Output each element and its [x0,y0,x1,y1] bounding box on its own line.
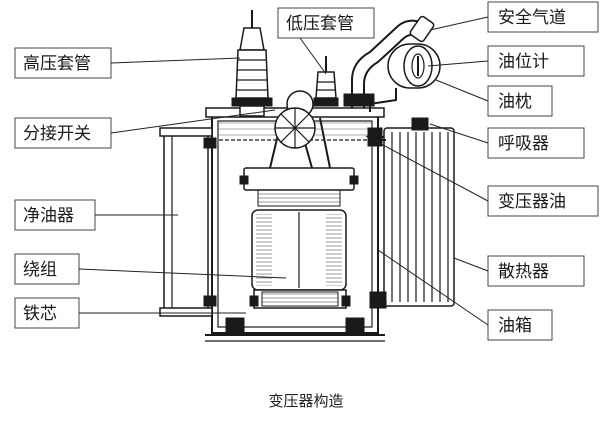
high-voltage-bushing-shape [231,10,273,117]
label-text-radiator: 散热器 [498,262,549,282]
oil-level-gauge-shape [411,53,425,79]
label-oil-level-gauge: 油位计 [427,45,585,77]
label-oil-conservator: 油枕 [435,79,553,117]
transformer-drawing [159,10,455,342]
low-voltage-bushing-shape [313,56,339,107]
label-winding: 绕组 [14,253,287,285]
radiator-shape [369,117,455,309]
oil-purifier-shape [159,127,217,317]
label-text-tap-changer: 分接开关 [23,124,91,144]
label-text-low-voltage-bushing: 低压套管 [286,14,354,34]
label-text-high-voltage-bushing: 高压套管 [23,54,91,74]
label-safety-airway: 安全气道 [429,1,599,33]
label-text-breather: 呼吸器 [498,134,549,154]
label-iron-core: 铁芯 [14,297,246,329]
safety-airway-shape [351,15,435,108]
label-text-iron-core: 铁芯 [23,304,57,324]
label-text-oil-tank: 油箱 [498,316,532,336]
label-oil-tank: 油箱 [377,249,553,341]
label-low-voltage-bushing: 低压套管 [277,7,375,75]
oil-conservator-shape [343,43,441,112]
label-text-oil-conservator: 油枕 [498,92,532,112]
label-text-oil-level-gauge: 油位计 [498,52,549,72]
label-transformer-oil: 变压器油 [365,135,599,217]
core-and-winding-shape [239,117,359,309]
label-high-voltage-bushing: 高压套管 [14,47,241,79]
figure-caption: 变压器构造 [268,392,343,410]
label-breather: 呼吸器 [429,123,585,159]
label-radiator: 散热器 [453,255,585,287]
label-text-oil-purifier: 净油器 [23,206,74,226]
tap-changer-shape [274,90,316,149]
label-text-winding: 绕组 [23,260,57,280]
label-tap-changer: 分接开关 [14,109,276,149]
label-text-transformer-oil: 变压器油 [498,192,566,212]
label-text-safety-airway: 安全气道 [498,8,566,28]
label-oil-purifier: 净油器 [14,199,178,231]
